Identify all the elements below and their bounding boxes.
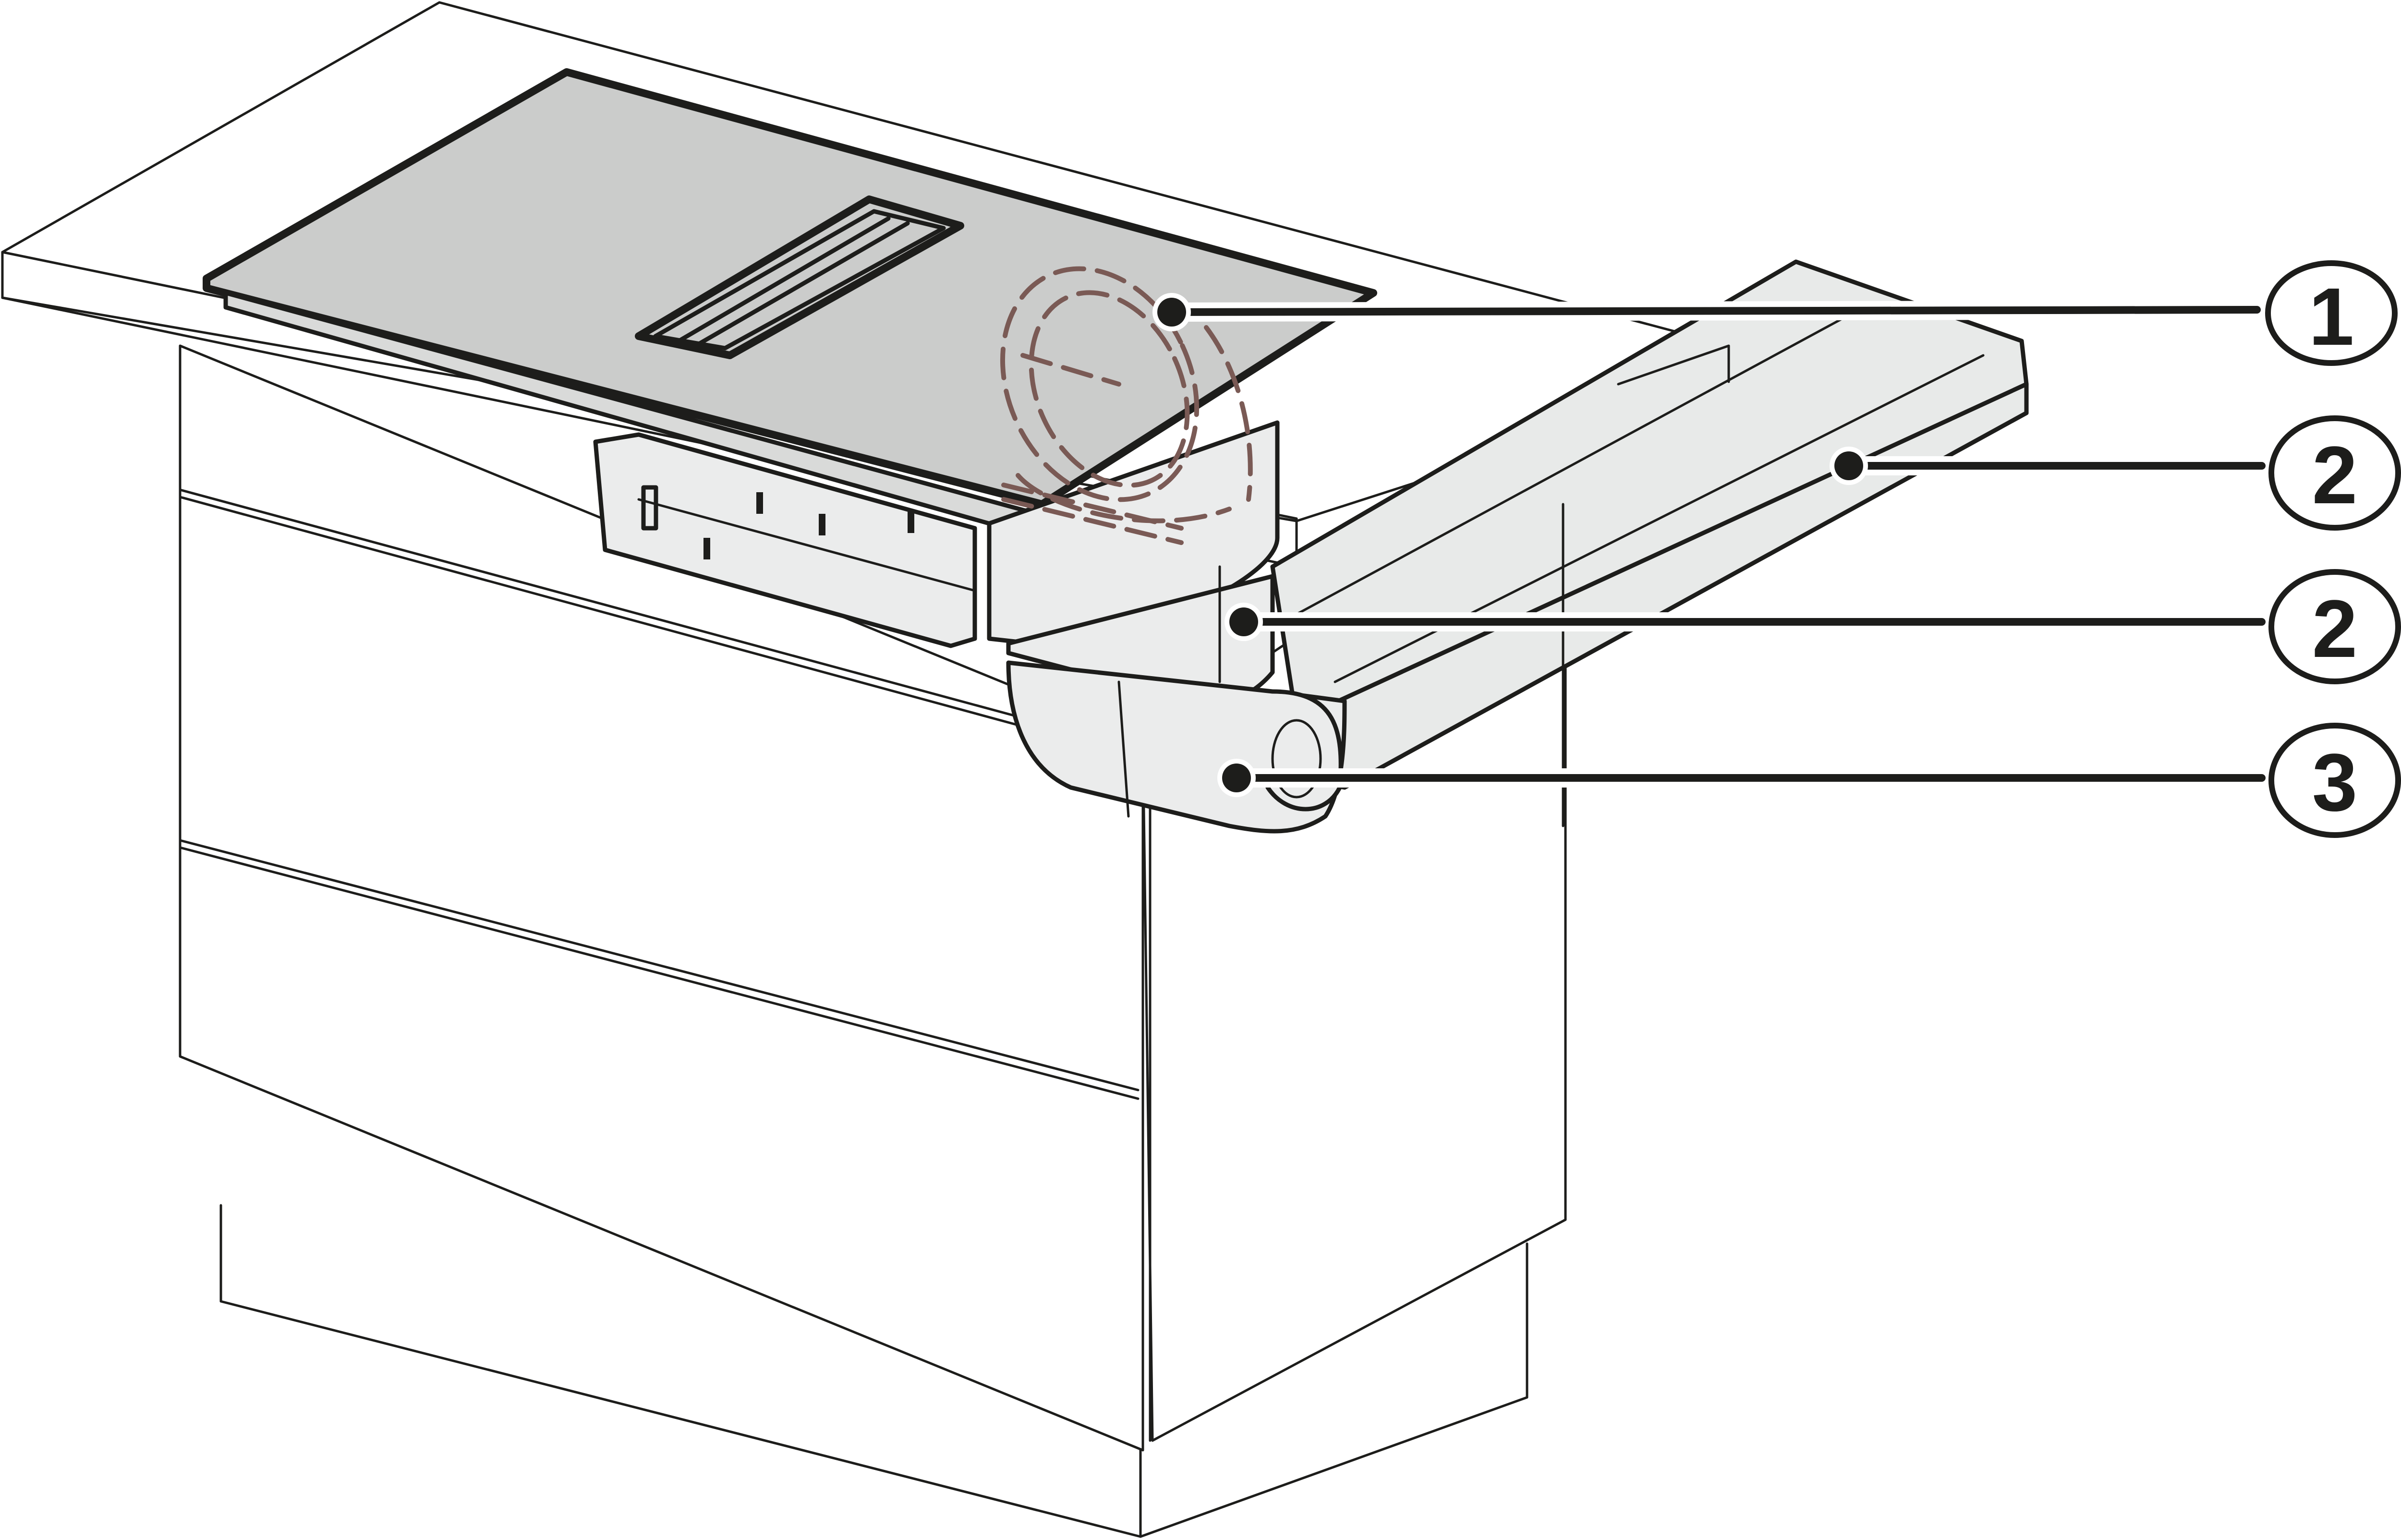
duct-top-face (1270, 259, 2029, 723)
callout-2a-dot (1834, 451, 1863, 480)
elbow-opening (1271, 719, 1322, 799)
cooktop (203, 68, 1377, 535)
flat-duct-horizontal (1270, 259, 2029, 827)
drawer-line-2 (179, 839, 1140, 1091)
callout-3-dot (1222, 764, 1251, 792)
elbow-seam (1117, 680, 1130, 818)
duct-inner-line-1 (1285, 306, 1865, 621)
plinth-front (219, 1204, 1142, 1538)
callout-1[interactable]: 1 (1152, 260, 2398, 366)
callout-1-ring (2265, 260, 2398, 366)
callout-3[interactable]: 3 (1217, 723, 2401, 838)
drawer-line-2b (179, 846, 1140, 1100)
clip-4 (908, 511, 914, 533)
callout-2b-dot (1229, 607, 1258, 636)
callout-2a-number: 2 (2312, 430, 2358, 521)
hidden-duct-base-1 (1001, 483, 1184, 531)
plinth (219, 1204, 1528, 1538)
connector-tab (641, 485, 658, 531)
callout-3-number: 3 (2312, 737, 2358, 828)
hidden-duct-base-2 (1001, 497, 1184, 545)
drawer-line-1 (179, 488, 1140, 751)
drawer-line-1b (179, 496, 1140, 759)
hidden-duct-diag (1020, 353, 1121, 387)
hidden-duct-ring-inner (1029, 290, 1190, 488)
callout-3-ring (2268, 723, 2401, 838)
clip-1 (703, 538, 710, 559)
electronics-housing (593, 432, 977, 648)
callout-1-dot (1157, 298, 1186, 327)
hidden-duct-dashed (1000, 266, 1253, 545)
callout-2b-number: 2 (2312, 583, 2358, 675)
extraction-vent[interactable] (635, 195, 964, 359)
callout-2a-ring (2268, 415, 2401, 531)
duct-end-cap (1617, 344, 1730, 386)
electronics-midline (637, 498, 976, 592)
callouts: 1 2 2 3 (1152, 260, 2401, 838)
hidden-duct-bend (1016, 473, 1232, 523)
callout-2a[interactable]: 2 (1830, 415, 2401, 531)
plinth-side (1139, 1242, 1528, 1538)
clip-2 (756, 492, 763, 514)
callout-2b[interactable]: 2 (1225, 569, 2401, 684)
hidden-duct-ring-outer (1000, 266, 1200, 502)
vent-slat-2 (689, 221, 910, 351)
callout-1-number: 1 (2309, 271, 2354, 363)
callout-2b-ring (2268, 569, 2401, 684)
callout-1-leader (1168, 306, 2261, 316)
vent-slat-1 (670, 216, 891, 347)
elbow-body (1006, 660, 1347, 834)
clip-3 (819, 514, 825, 535)
